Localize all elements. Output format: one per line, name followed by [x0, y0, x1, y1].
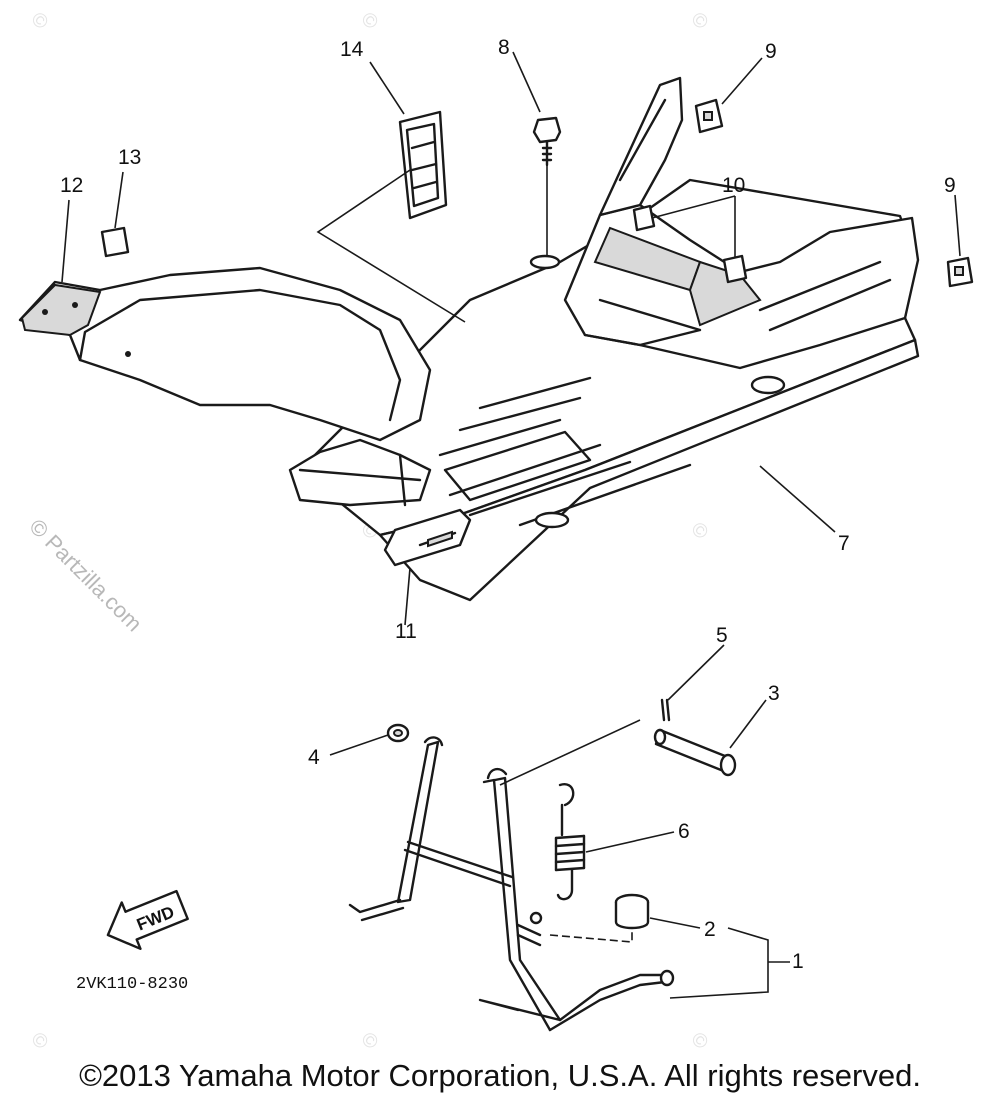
callout-1: 1: [792, 950, 804, 973]
watermark-tile: ©: [356, 8, 382, 34]
side-cover-part-11: [383, 508, 472, 567]
callout-8: 8: [498, 36, 510, 59]
copyright-text: ©2013 Yamaha Motor Corporation, U.S.A. A…: [79, 1058, 921, 1093]
watermark-tile: ©: [26, 8, 52, 34]
shaft-part-3: [499, 719, 737, 786]
clips: [100, 98, 974, 288]
clip-part-13: [100, 226, 130, 258]
watermark-tile: ©: [686, 518, 712, 544]
spring-part-6: [554, 783, 586, 901]
watermark-tile: ©: [686, 1028, 712, 1054]
diagram-code: 2VK110-8230: [76, 975, 188, 994]
callout-labels: 14 8 9 13 12 10 9 7 11 5 3 4 6 2 1: [60, 36, 956, 973]
callout-6: 6: [678, 820, 690, 843]
callout-10: 10: [722, 174, 745, 197]
clip-part-10-right: [722, 254, 748, 284]
callout-14: 14: [340, 38, 364, 61]
footboard-part-7: [298, 76, 920, 602]
leg-shield-part-12: [18, 266, 432, 507]
callout-12: 12: [60, 174, 83, 197]
bolt-part-8: [529, 116, 562, 270]
clip-part-10-left: [632, 204, 656, 232]
callout-11: 11: [395, 620, 417, 643]
cover-plate-part-14: [316, 110, 466, 323]
callout-3: 3: [768, 682, 780, 705]
callout-9-right: 9: [944, 174, 956, 197]
pin-part-5: [660, 698, 671, 722]
stopper-part-2: [549, 893, 650, 943]
callout-5: 5: [716, 624, 728, 647]
fwd-arrow-icon: FWD: [106, 889, 189, 950]
callout-4: 4: [308, 746, 320, 769]
callout-2: 2: [704, 918, 716, 941]
callout-13: 13: [118, 146, 141, 169]
watermark-text: © Partzilla.com: [24, 514, 147, 637]
callout-9-upper: 9: [765, 40, 777, 63]
watermark-tile: ©: [356, 1028, 382, 1054]
watermark-tile: ©: [26, 1028, 52, 1054]
callout-7: 7: [838, 532, 850, 555]
center-stand-part-1: [348, 736, 675, 1032]
watermark-tile: ©: [686, 8, 712, 34]
washer-part-4: [386, 723, 410, 743]
leader-lines: [61, 51, 961, 999]
